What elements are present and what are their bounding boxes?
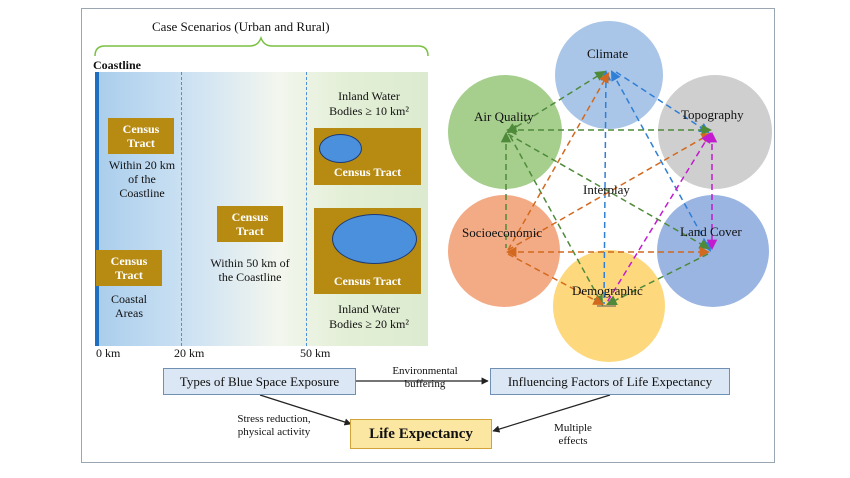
life-expectancy-box: Life Expectancy bbox=[350, 419, 492, 449]
arrow-factors-to-life bbox=[492, 394, 611, 433]
arrow-air-quality-climate bbox=[506, 70, 606, 134]
boundary-50km bbox=[306, 72, 307, 346]
arrow-exposure-to-life bbox=[259, 394, 352, 426]
node-label-air-quality: Air Quality bbox=[474, 109, 534, 124]
census-tract-20km: Census Tract bbox=[108, 118, 174, 154]
scenarios-title: Case Scenarios (Urban and Rural) bbox=[152, 19, 330, 34]
tick-0km: 0 km bbox=[96, 346, 121, 360]
node-label-land-cover: Land Cover bbox=[680, 224, 742, 239]
lake-large bbox=[332, 214, 417, 264]
exposure-box: Types of Blue Space Exposure bbox=[163, 368, 356, 395]
node-label-demographic: Demographic bbox=[572, 283, 643, 298]
boundary-20km bbox=[181, 72, 182, 346]
lake-small bbox=[319, 134, 362, 163]
factors-box: Influencing Factors of Life Expectancy bbox=[490, 368, 730, 395]
coastline-bar bbox=[95, 72, 99, 346]
within-50km-label: Within 50 km of the Coastline bbox=[210, 256, 290, 284]
node-label-climate: Climate bbox=[587, 46, 629, 61]
multiple-effects-label: Multiple effects bbox=[554, 422, 592, 447]
tick-50km: 50 km bbox=[300, 346, 331, 360]
interplay-label: Interplay bbox=[583, 182, 630, 197]
arrow-socioeconomic-topography bbox=[507, 132, 712, 251]
buffering-label: Environmental buffering bbox=[392, 365, 458, 390]
census-tract-50km: Census Tract bbox=[217, 206, 283, 242]
coastal-areas-label: Coastal Areas bbox=[111, 292, 147, 320]
arrow-air-quality-demographic bbox=[509, 135, 604, 306]
coastline-label: Coastline bbox=[93, 58, 141, 72]
arrow-socioeconomic-demographic bbox=[507, 253, 604, 305]
arrow-topography-demographic bbox=[605, 132, 712, 305]
inland-20km2-label: Inland Water Bodies ≥ 20 km² bbox=[329, 302, 409, 331]
tick-20km: 20 km bbox=[174, 346, 205, 360]
arrow-climate-demographic bbox=[600, 69, 612, 305]
node-label-topography: Topography bbox=[681, 107, 744, 122]
inland-10km2-label: Inland Water Bodies ≥ 10 km² bbox=[329, 89, 409, 118]
node-circle-socioeconomic bbox=[448, 195, 560, 307]
arrow-land-cover-demographic bbox=[606, 253, 709, 305]
arrow-climate-land-cover bbox=[610, 70, 712, 252]
arrow-socioeconomic-climate bbox=[507, 72, 610, 251]
node-label-socioeconomic: Socioeconomic bbox=[462, 225, 543, 240]
stress-label: Stress reduction, physical activity bbox=[237, 413, 311, 438]
within-20km-label: Within 20 km of the Coastline bbox=[108, 158, 176, 200]
arrow-air-quality-land-cover bbox=[507, 133, 710, 250]
census-tract-coastal: Census Tract bbox=[96, 250, 162, 286]
